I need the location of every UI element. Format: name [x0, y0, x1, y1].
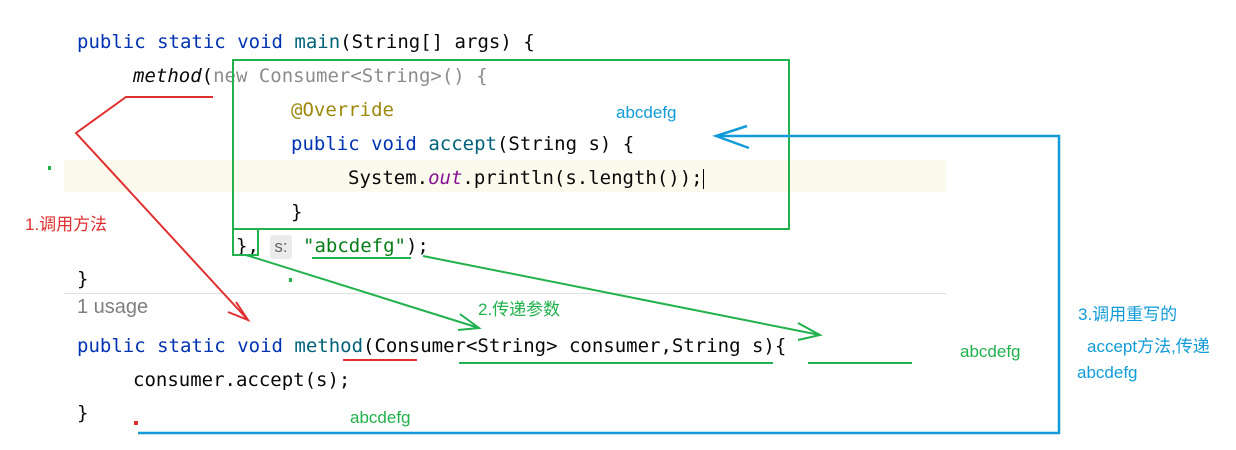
- method-signature-line: public static void method(Consumer<Strin…: [77, 329, 786, 363]
- method-separator: [64, 293, 946, 294]
- anonymous-close-brace: },: [236, 235, 259, 257]
- keyword-void: void: [237, 31, 283, 53]
- blue-accept-arrow: [138, 124, 1061, 435]
- method-call-name: method: [133, 65, 202, 87]
- accept-method-name: accept: [428, 133, 497, 155]
- usage-hint[interactable]: 1 usage: [77, 296, 149, 318]
- override-annotation: @Override: [291, 99, 394, 121]
- keyword-public: public: [77, 335, 146, 357]
- keyword-static: static: [157, 31, 226, 53]
- main-method-name: main: [294, 31, 341, 53]
- consumer-accept-line: consumer.accept(s);: [133, 369, 351, 391]
- text-caret: [702, 168, 704, 189]
- call-close-line: }, s: "abcdefg");: [236, 229, 429, 263]
- step2-label: 2.传递参数: [478, 300, 561, 319]
- method-decl-name: method: [294, 335, 364, 357]
- out-field: out: [428, 167, 463, 189]
- red-call-arrow: [74, 96, 417, 361]
- main-close-brace: }: [77, 268, 89, 290]
- abcdefg-label-right: abcdefg: [960, 342, 1021, 361]
- method-params: (Consumer<String> consumer,String s){: [363, 335, 787, 357]
- red-dot: [134, 421, 138, 425]
- parameter-hint: s:: [270, 235, 292, 259]
- accept-signature-line: public void accept(String s) {: [291, 127, 634, 161]
- method-call-paren: (: [201, 65, 214, 87]
- current-line-highlight: [64, 160, 946, 192]
- println-prefix: System.: [348, 167, 429, 189]
- anonymous-class-decl: new Consumer<String>() {: [213, 65, 488, 87]
- keyword-static: static: [157, 335, 226, 357]
- accept-close-brace: }: [291, 201, 303, 223]
- step3-label-line3: abcdefg: [1077, 363, 1138, 382]
- call-end: );: [405, 235, 429, 257]
- println-line: System.out.println(s.length());: [348, 161, 704, 195]
- green-param-arrows: [232, 59, 912, 364]
- green-dot-center: [289, 278, 292, 282]
- accept-params: (String s) {: [496, 133, 635, 155]
- keyword-public: public: [77, 31, 146, 53]
- step3-label-line1: 3.调用重写的: [1078, 305, 1178, 324]
- abcdefg-label-top: abcdefg: [616, 103, 677, 122]
- keyword-public: public: [291, 133, 360, 155]
- step1-label: 1.调用方法: [25, 215, 108, 234]
- green-dot-left: [48, 166, 51, 170]
- abcdefg-label-bottom: abcdefg: [350, 408, 411, 427]
- method-close-brace: }: [77, 402, 89, 424]
- string-literal: "abcdefg": [303, 235, 406, 257]
- println-suffix: .println(s.length());: [462, 167, 703, 189]
- main-params: (String[] args) {: [340, 31, 535, 53]
- method-call-line: method(new Consumer<String>() {: [133, 59, 488, 93]
- keyword-void: void: [237, 335, 283, 357]
- step3-label-line2: accept方法,传递: [1087, 337, 1210, 356]
- main-signature-line: public static void main(String[] args) {: [77, 25, 535, 59]
- keyword-void: void: [371, 133, 417, 155]
